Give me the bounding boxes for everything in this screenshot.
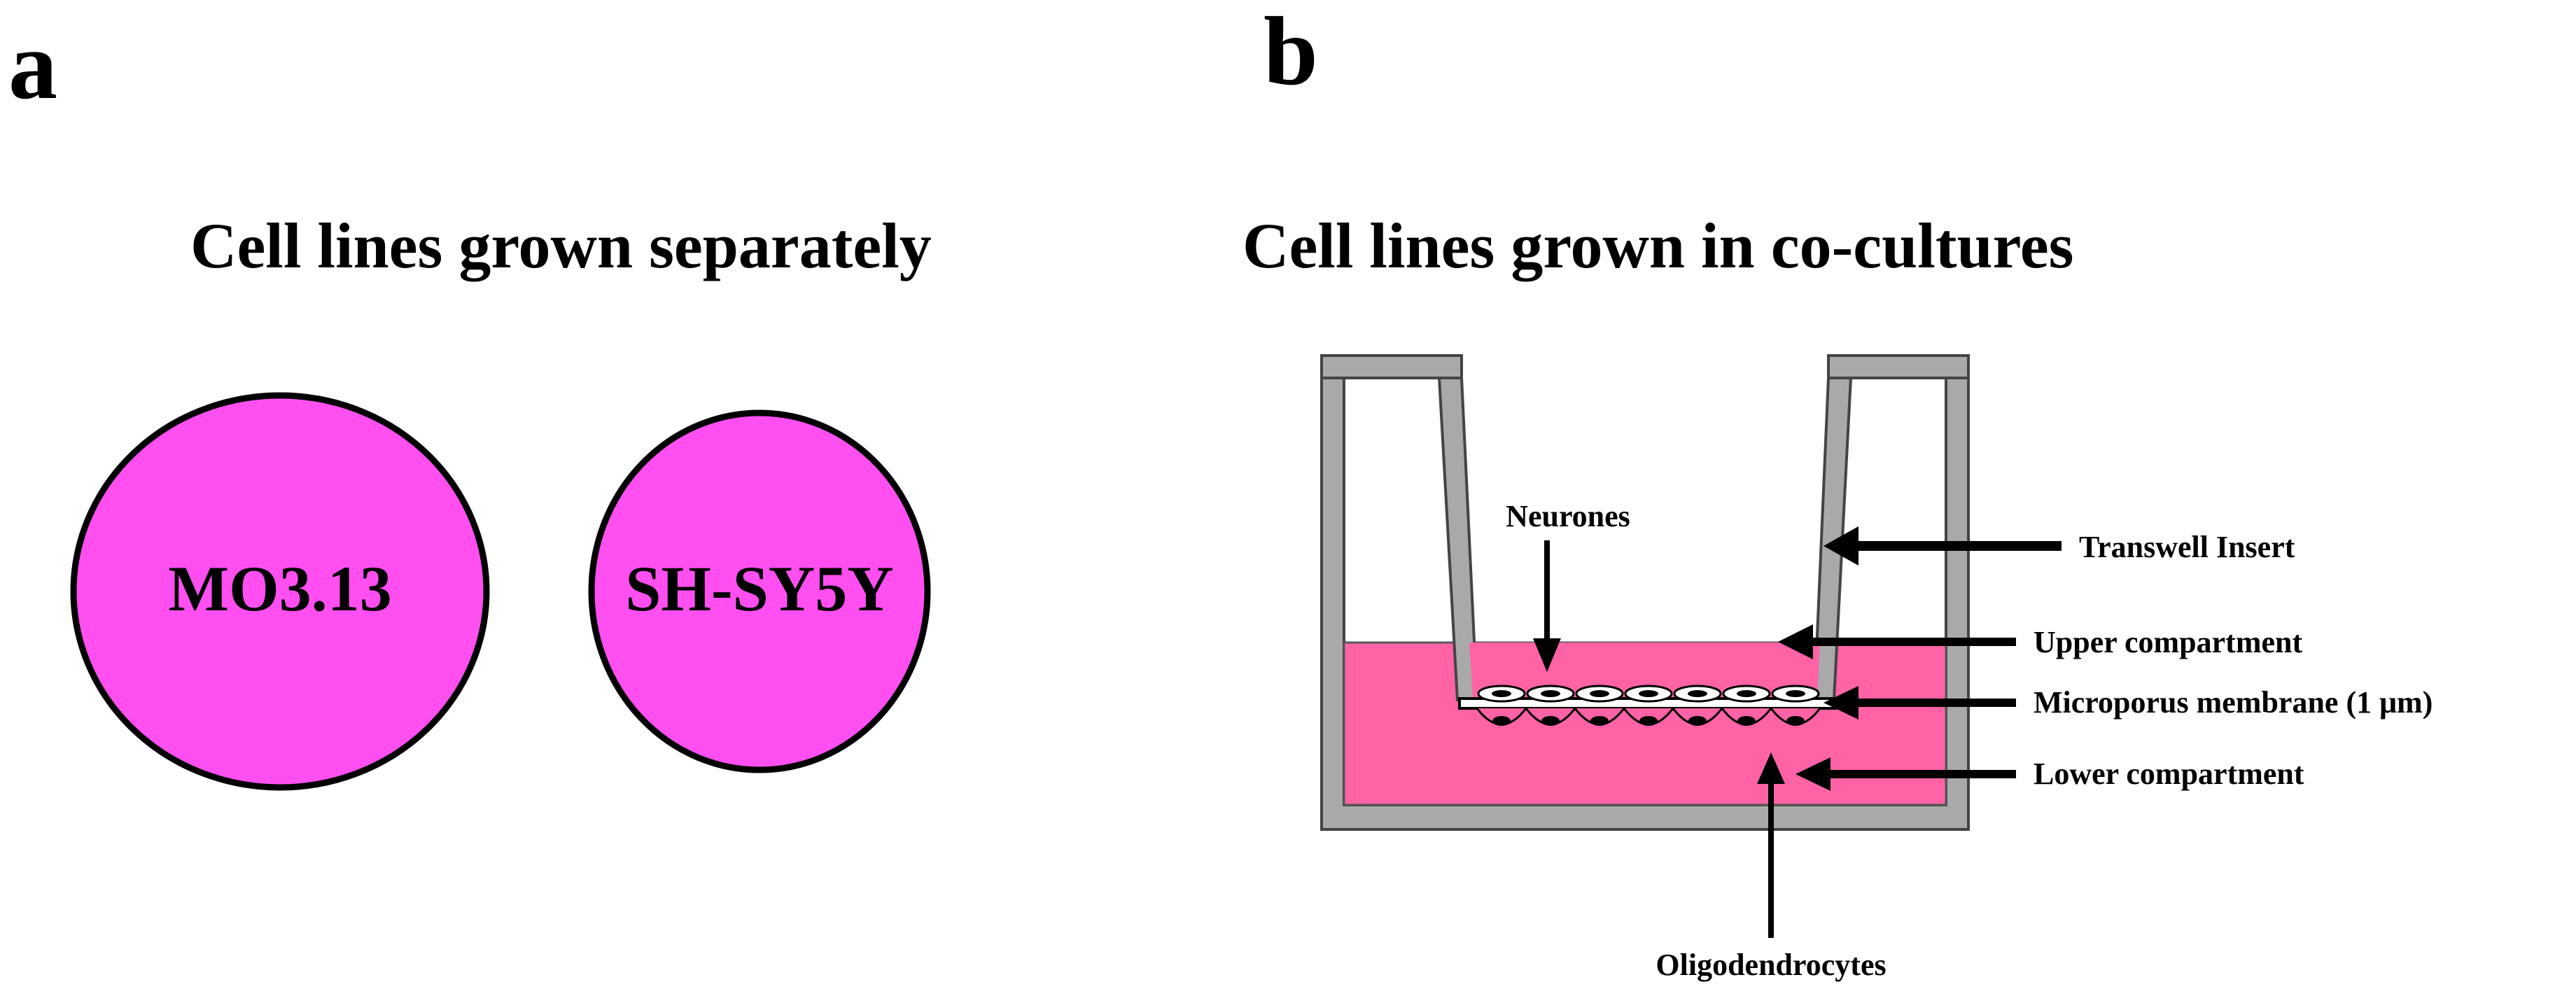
panel-a-letter: a: [8, 11, 57, 120]
neurones-arrow: [1533, 540, 1561, 672]
oligodendrocytes-arrow: [1757, 752, 1785, 938]
neurone-cell: [1575, 685, 1624, 703]
oligodendrocytes-label: Oligodendrocytes: [1656, 948, 1886, 982]
neurone-cell: [1477, 685, 1526, 703]
oligodendrocyte-cell: [1525, 708, 1576, 726]
shsy5y-label: SH-SY5Y: [625, 553, 893, 624]
panel-b-letter: b: [1264, 0, 1318, 106]
transwell-insert-arrow: [1823, 526, 2062, 566]
lower-compartment-label: Lower compartment: [2033, 757, 2304, 791]
panel-b-title: Cell lines grown in co-cultures: [1242, 210, 2073, 281]
oligodendrocyte-cell: [1770, 708, 1821, 726]
neurones-label: Neurones: [1506, 499, 1630, 533]
oligodendrocyte-cell: [1623, 708, 1674, 726]
neurone-cells: [1477, 685, 1820, 703]
neurone-cell: [1771, 685, 1820, 703]
upper-compartment-label: Upper compartment: [2033, 625, 2302, 659]
membrane-label: Microporus membrane (1 μm): [2033, 685, 2432, 720]
neurone-cell: [1624, 685, 1673, 703]
neurone-cell: [1722, 685, 1771, 703]
mo313-label: MO3.13: [168, 553, 391, 624]
oligodendrocyte-cells: [1476, 708, 1821, 726]
neurone-cell: [1673, 685, 1722, 703]
membrane-arrow: [1823, 686, 2016, 720]
oligodendrocyte-cell: [1672, 708, 1723, 726]
shsy5y-cell: [588, 409, 931, 773]
upper-compartment-medium: [1469, 643, 1820, 699]
transwell-insert-label: Transwell Insert: [2079, 530, 2295, 564]
panel-a-title: Cell lines grown separately: [190, 210, 932, 281]
oligodendrocyte-cell: [1574, 708, 1625, 726]
transwell-diagram: [1320, 354, 1970, 831]
oligodendrocyte-cell: [1476, 708, 1527, 726]
oligodendrocyte-cell: [1721, 708, 1772, 726]
insert-rim-left: [1320, 354, 1463, 379]
insert-rim-right: [1827, 354, 1970, 379]
lower-compartment-arrow: [1795, 757, 2016, 791]
mo313-cell: [70, 392, 490, 791]
neurone-cell: [1526, 685, 1575, 703]
upper-compartment-arrow: [1778, 624, 2016, 659]
